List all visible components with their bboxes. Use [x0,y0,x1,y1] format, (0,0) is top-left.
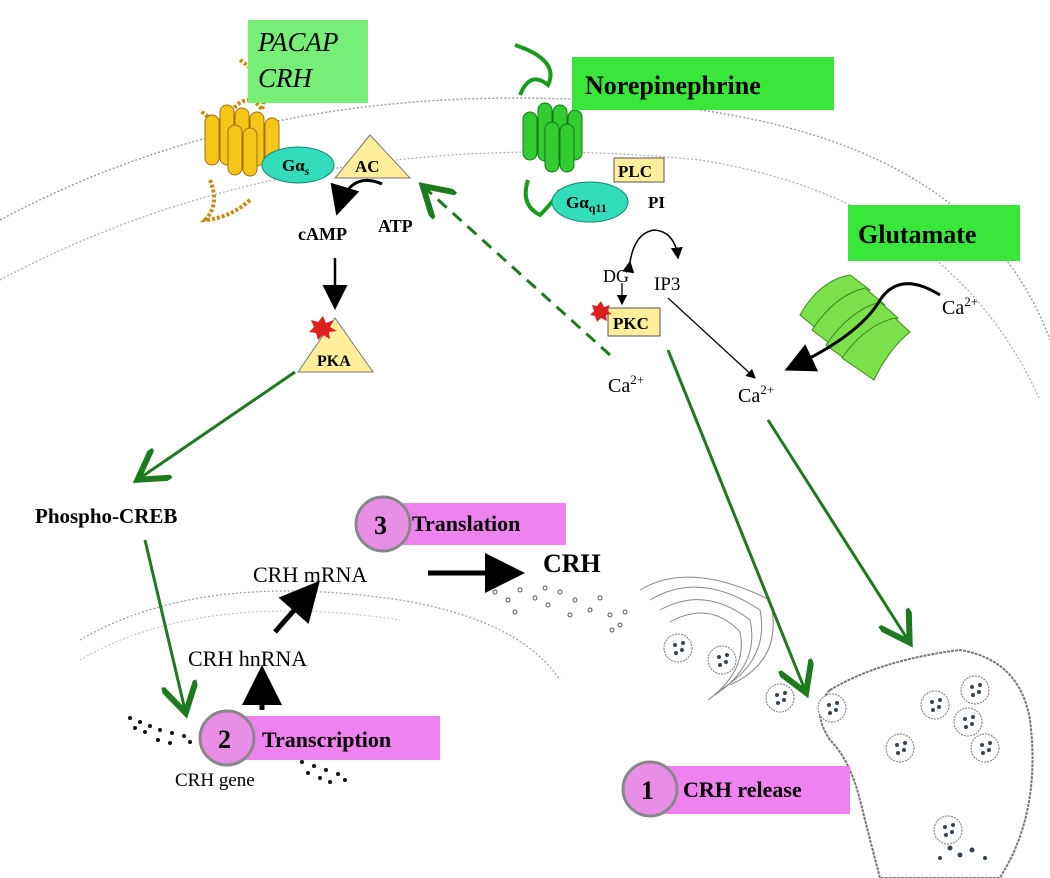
phospho-creb-label: Phospho-CREB [35,504,177,528]
crh-release-label: CRH release [683,777,802,802]
glutamate-receptor [799,274,911,381]
transcription-label: Transcription [262,727,391,752]
step-1-circle [621,760,679,818]
crh-release-box [660,766,850,814]
step-crh-release: 1 CRH release [621,760,850,818]
nuclear-membrane [79,590,561,681]
atp-label: ATP [378,216,413,236]
glutamate-box [848,205,1020,261]
ca-to-ac-dashed-arrow [425,188,612,357]
step-2-number: 2 [218,725,231,754]
pacap-label: PACAP [257,27,339,57]
ac-label: AC [355,157,380,176]
camp-label: cAMP [298,224,347,244]
pka-to-creb-arrow [140,370,296,478]
pkc-to-release-arrow [666,349,805,690]
pka-label: PKA [317,353,351,370]
pacap-receptor [198,58,280,223]
crh-peptide-dots [492,585,628,633]
step-1-number: 1 [641,776,654,805]
plc-label: PLC [618,162,652,181]
pka-triangle [297,317,374,373]
plc-box [613,157,665,183]
atp-to-camp-arrow [330,178,383,216]
crh-peptide-label: CRH [543,549,601,578]
translation-box [390,503,566,545]
dg-label: DG [603,266,629,286]
step-3-circle [354,495,412,553]
crh-hnrna-label: CRH hnRNA [188,646,307,671]
norepinephrine-receptor [514,43,583,218]
crh-gene-label: CRH gene [175,770,255,791]
transcription-box [235,716,440,760]
golgi-apparatus [639,576,774,701]
ip3-label: IP3 [654,274,680,295]
pacap-crh-box [248,20,368,103]
pi-split-arrow [622,229,683,274]
step-2-circle [198,709,256,767]
nerve-terminal [819,648,1034,878]
dna-dots [128,716,347,784]
translation-label: Translation [412,511,520,536]
g-alpha-q-label: Gαq11 [566,193,607,215]
glutamate-label: Glutamate [858,220,976,249]
step-3-number: 3 [374,511,387,540]
g-alpha-q [551,181,629,223]
pkc-phospho-star [590,301,612,322]
ca-to-release-arrow [766,419,908,640]
ca-pkc-label: Ca2+ [608,372,644,397]
step-transcription: 2 Transcription [198,709,440,767]
g-alpha-s-label: Gαs [282,156,310,178]
crh-mrna-label: CRH mRNA [253,562,367,587]
ca-extracellular-label: Ca2+ [942,294,978,319]
secretory-vesicles [663,633,1000,845]
adenylate-cyclase [333,134,412,179]
crh-ligand-label: CRH [258,63,314,93]
g-alpha-s [261,146,335,184]
norepinephrine-label: Norepinephrine [585,71,761,100]
pka-phospho-star [309,316,337,340]
norepinephrine-box [572,57,834,110]
glutamate-ca-arrow [784,282,941,372]
ip3-to-ca-arrow [667,297,756,379]
pkc-label: PKC [613,314,649,333]
pi-label: PI [648,193,665,212]
ca-cytosol-label: Ca2+ [738,382,774,407]
hnrna-to-mrna-arrow [273,580,320,634]
step-translation: 3 Translation [354,495,566,553]
pkc-box [607,307,661,337]
creb-to-gene-arrow [143,539,185,710]
